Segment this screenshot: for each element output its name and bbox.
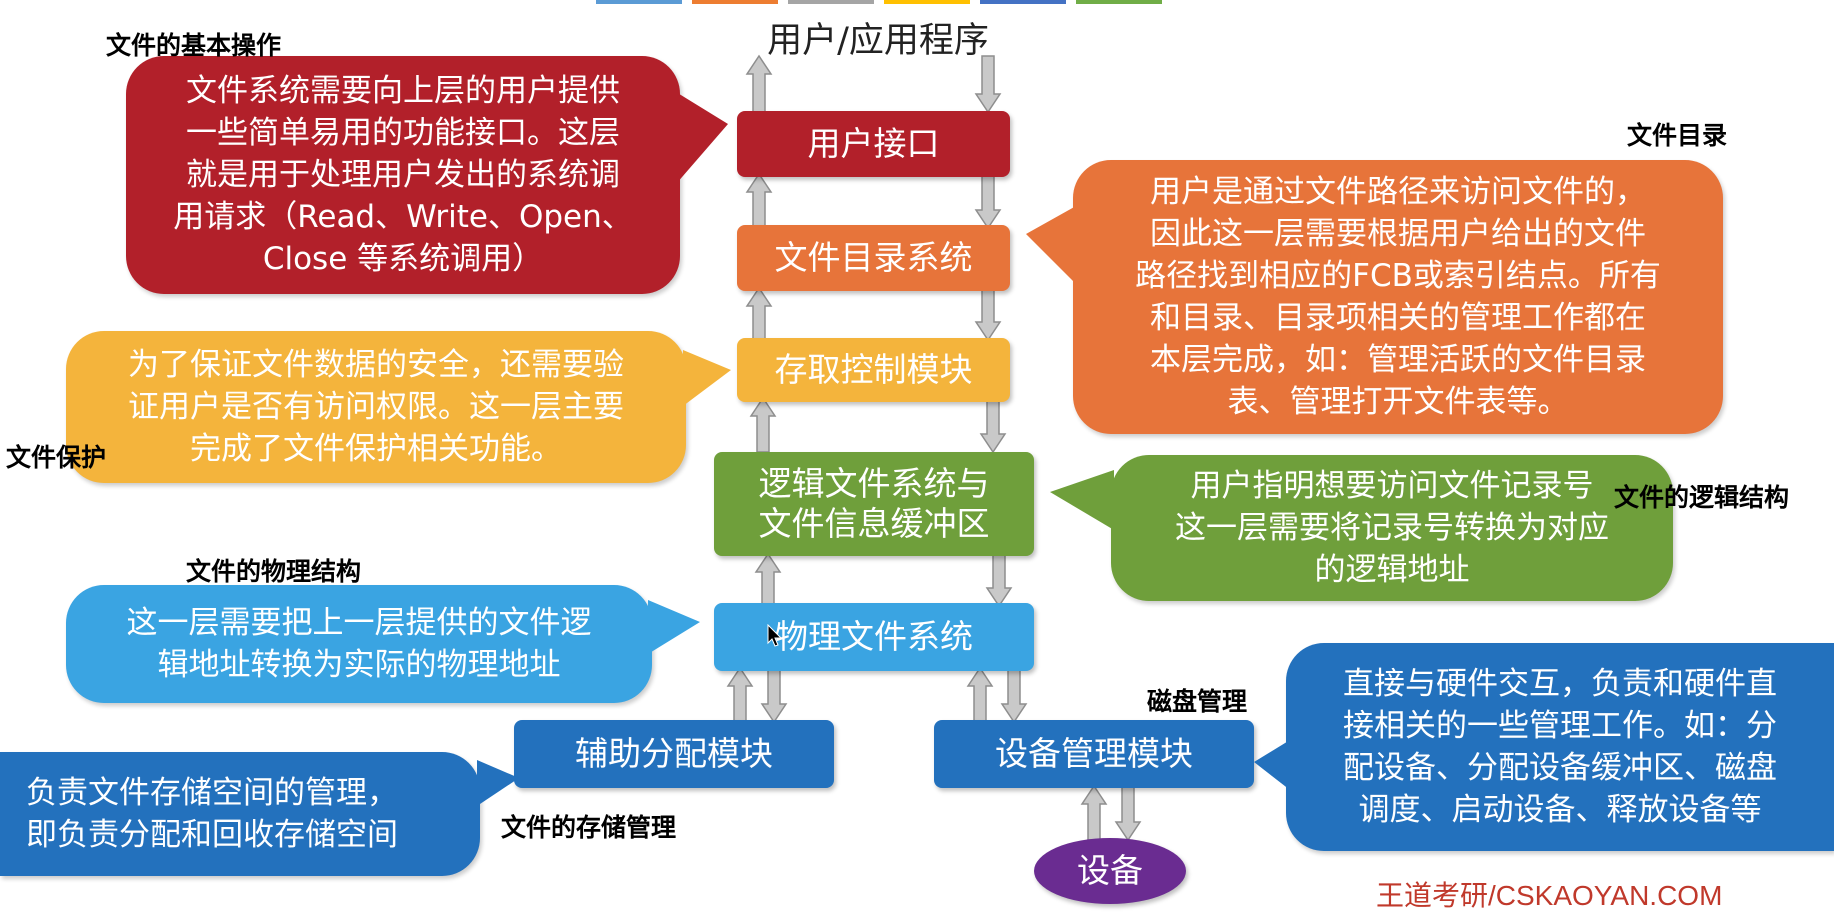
bubble-file-dir-system: 用户是通过文件路径来访问文件的， 因此这一层需要根据用户给出的文件 路径找到相应… bbox=[1073, 160, 1723, 434]
mouse-cursor-icon bbox=[767, 623, 783, 652]
arrow-physical-device-module bbox=[966, 666, 1028, 724]
annotation-physical-structure: 文件的物理结构 bbox=[186, 558, 362, 586]
layer-device-module: 设备管理模块 bbox=[934, 720, 1254, 788]
bubble-alloc-module-tail bbox=[477, 760, 519, 806]
layer-alloc-module: 辅助分配模块 bbox=[514, 720, 834, 788]
layer-physical-fs: 物理文件系统 bbox=[714, 603, 1034, 671]
bubble-physical-fs-tail bbox=[648, 600, 700, 654]
bubble-file-dir-system-tail bbox=[1026, 206, 1076, 284]
annotation-disk-management: 磁盘管理 bbox=[1147, 688, 1248, 716]
annotation-logical-structure: 文件的逻辑结构 bbox=[1614, 484, 1790, 512]
top-app-label: 用户/应用程序 bbox=[767, 21, 989, 61]
bubble-user-interface: 文件系统需要向上层的用户提供 一些简单易用的功能接口。这层 就是用于处理用户发出… bbox=[126, 56, 680, 294]
bubble-logical-fs: 用户指明想要访问文件记录号 这一层需要将记录号转换为对应 的逻辑地址 bbox=[1111, 455, 1673, 601]
bubble-user-interface-tail bbox=[676, 92, 728, 184]
annotation-storage-management: 文件的存储管理 bbox=[501, 814, 677, 842]
top-strip-3 bbox=[788, 0, 874, 4]
bubble-device-module-tail bbox=[1254, 740, 1290, 790]
annotation-file-protection: 文件保护 bbox=[6, 444, 107, 472]
arrow-ui-dir bbox=[745, 172, 1002, 230]
arrow-dir-access bbox=[745, 286, 1002, 342]
layer-file-dir-system: 文件目录系统 bbox=[737, 225, 1010, 291]
arrow-app-ui bbox=[745, 54, 1002, 114]
bubble-logical-fs-tail bbox=[1050, 470, 1114, 530]
top-strip-5 bbox=[980, 0, 1066, 4]
device-ellipse: 设备 bbox=[1034, 838, 1186, 904]
bubble-access-control-tail bbox=[683, 350, 731, 406]
top-strip-2 bbox=[692, 0, 778, 4]
layer-user-interface: 用户接口 bbox=[737, 111, 1010, 177]
layer-logical-fs: 逻辑文件系统与 文件信息缓冲区 bbox=[714, 452, 1034, 556]
layer-access-control: 存取控制模块 bbox=[737, 338, 1010, 402]
bubble-access-control: 为了保证文件数据的安全，还需要验 证用户是否有访问权限。这一层主要 完成了文件保… bbox=[66, 331, 686, 483]
arrow-access-logical bbox=[749, 396, 1007, 454]
arrow-device-module-device bbox=[1080, 784, 1142, 842]
watermark: 王道考研/CSKAOYAN.COM bbox=[1376, 880, 1723, 911]
annotation-file-dir: 文件目录 bbox=[1627, 122, 1728, 150]
arrow-logical-physical bbox=[754, 552, 1013, 608]
bubble-device-module: 直接与硬件交互，负责和硬件直 接相关的一些管理工作。如：分 配设备、分配设备缓冲… bbox=[1286, 643, 1834, 851]
arrow-physical-alloc bbox=[726, 666, 788, 724]
top-strip-6 bbox=[1076, 0, 1162, 4]
top-strip-4 bbox=[884, 0, 970, 4]
top-strip-1 bbox=[596, 0, 682, 4]
annotation-basic-ops: 文件的基本操作 bbox=[106, 32, 282, 60]
bubble-alloc-module: 负责文件存储空间的管理， 即负责分配和回收存储空间 bbox=[0, 752, 480, 876]
bubble-physical-fs: 这一层需要把上一层提供的文件逻 辑地址转换为实际的物理地址 bbox=[66, 585, 652, 703]
